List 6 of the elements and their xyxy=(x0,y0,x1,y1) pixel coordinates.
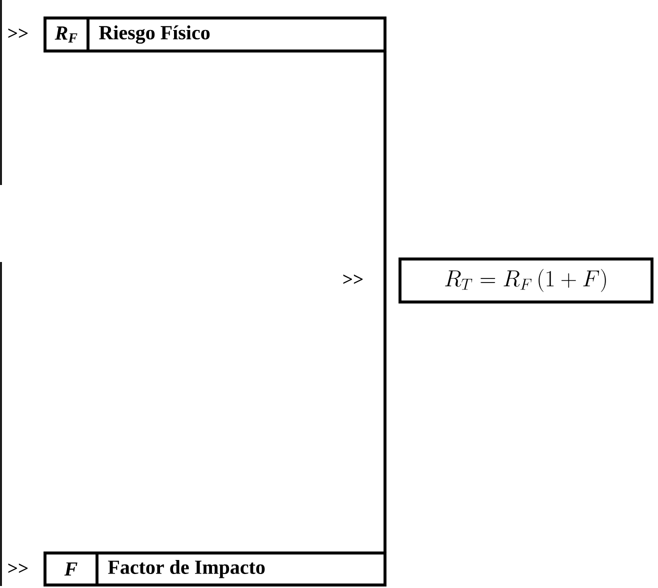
label-box: F Factor de Impacto xyxy=(44,552,386,586)
label-box: R$_{F}$ Riesgo Físico xyxy=(44,16,386,52)
arrow-sign: >> xyxy=(8,564,28,573)
arrow-sign: >> xyxy=(343,274,363,284)
formula-box: $R_T = R_F\left(1 + F\right)$ xyxy=(398,258,654,304)
arrow-sign: >> xyxy=(8,28,28,38)
